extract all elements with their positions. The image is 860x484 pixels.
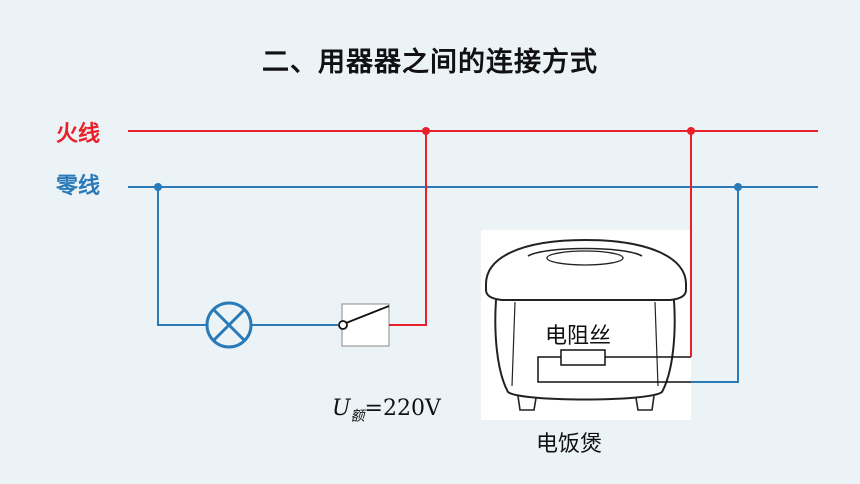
lamp-branch-wire (157, 187, 206, 326)
rice-cooker-label: 电饭煲 (536, 432, 603, 457)
voltage-value: =220V (364, 396, 441, 421)
switch-to-live-wire (389, 131, 427, 326)
rice-cooker-icon (481, 230, 691, 420)
neutral-junction-lamp (154, 183, 162, 191)
cooker-to-neutral-wire (691, 187, 739, 383)
neutral-junction-cooker (734, 183, 742, 191)
page-title: 二、用器器之间的连接方式 (262, 47, 598, 78)
switch-icon (338, 303, 390, 347)
neutral-wire-label: 零线 (56, 174, 101, 199)
heating-element-label: 电阻丝 (545, 324, 612, 349)
voltage-symbol: U (332, 396, 351, 421)
lamp-icon (205, 301, 253, 349)
live-wire-label: 火线 (56, 122, 101, 147)
heating-element-icon (537, 349, 650, 383)
live-junction-cooker (687, 127, 695, 135)
rated-voltage: U额=220V (332, 396, 441, 425)
voltage-subscript: 额 (350, 408, 365, 425)
live-junction-switch (422, 127, 430, 135)
